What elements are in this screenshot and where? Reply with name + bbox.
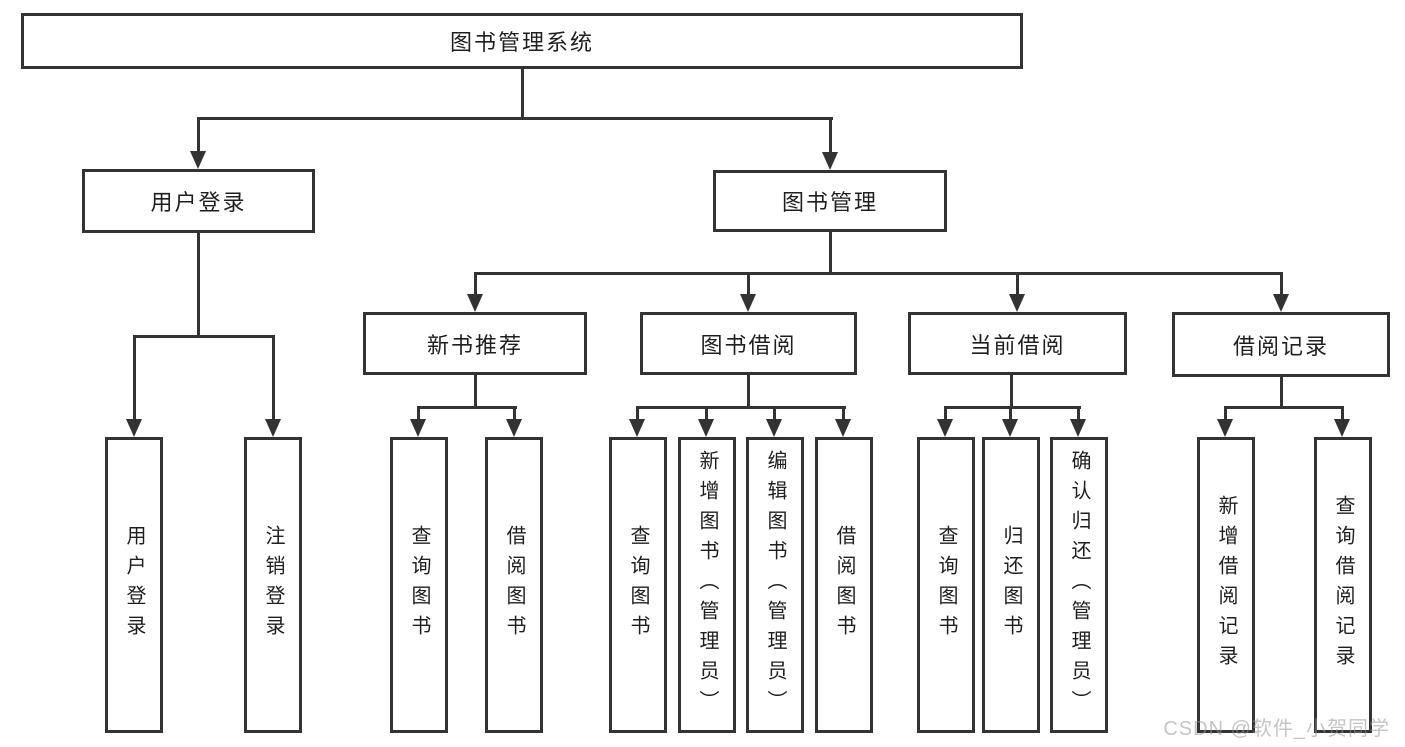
connector-line [1009,409,1012,421]
connector-line [773,409,776,421]
arrow-down-icon [766,419,782,437]
connector-line [513,409,516,421]
connector-line [1077,409,1080,421]
connector-line [1010,375,1013,409]
leaf-recommend-search-book: 查询图书 [390,437,448,733]
arrow-down-icon [1009,294,1025,312]
connector-line [417,409,420,421]
leaf-borrow-add-book: 新增图书（管理员） [678,437,736,733]
leaf-record-add: 新增借阅记录 [1197,437,1255,733]
connector-line [1224,409,1227,421]
arrow-down-icon [698,419,714,437]
arrow-down-icon [126,419,142,437]
arrow-down-icon [1273,294,1289,312]
connector-line [842,409,845,421]
arrow-down-icon [629,419,645,437]
connector-line [705,409,708,421]
connector-line [133,335,275,338]
arrow-down-icon [506,419,522,437]
connector-line [1224,406,1344,409]
connector-line [417,406,517,409]
connector-line [197,233,200,337]
connector-line [636,406,846,409]
connector-line [1341,409,1344,421]
leaf-current-return-book: 归还图书 [982,437,1040,733]
leaf-current-confirm-return: 确认归还（管理员） [1050,437,1108,733]
arrow-down-icon [1217,419,1233,437]
arrow-down-icon [937,419,953,437]
connector-line [747,275,750,297]
arrow-down-icon [190,151,206,169]
node-book-borrow: 图书借阅 [640,312,857,375]
node-user-login: 用户登录 [82,169,315,233]
connector-line [636,409,639,421]
connector-line [521,66,524,119]
leaf-current-search-book: 查询图书 [917,437,975,733]
leaf-borrow-borrow-book: 借阅图书 [815,437,873,733]
connector-line [944,409,947,421]
leaf-user-login: 用户登录 [105,437,163,733]
connector-line [272,338,275,422]
arrow-down-icon [410,419,426,437]
connector-line [1280,275,1283,297]
leaf-logout: 注销登录 [244,437,302,733]
arrow-down-icon [740,294,756,312]
connector-line [133,338,136,422]
connector-line [1280,375,1283,409]
leaf-record-search: 查询借阅记录 [1314,437,1372,733]
connector-line [197,117,833,120]
connector-line [197,120,200,154]
watermark-text: CSDN @软件_小贺同学 [1163,718,1390,740]
leaf-borrow-edit-book: 编辑图书（管理员） [746,437,804,733]
arrow-down-icon [1070,419,1086,437]
connector-line [474,375,477,409]
arrow-down-icon [1002,419,1018,437]
connector-line [829,120,832,154]
connector-line [747,375,750,409]
arrow-down-icon [467,294,483,312]
node-borrow-record: 借阅记录 [1172,312,1390,377]
node-current-borrow: 当前借阅 [908,312,1127,375]
arrow-down-icon [835,419,851,437]
node-new-book-recommend: 新书推荐 [363,312,587,375]
arrow-down-icon [265,419,281,437]
connector-line [944,406,1081,409]
node-root: 图书管理系统 [21,13,1023,69]
connector-line [474,272,1283,275]
arrow-down-icon [1334,419,1350,437]
leaf-recommend-borrow-book: 借阅图书 [485,437,543,733]
node-book-management: 图书管理 [713,170,947,232]
arrow-down-icon [822,152,838,170]
connector-line [474,275,477,297]
leaf-borrow-search-book: 查询图书 [609,437,667,733]
connector-line [1016,275,1019,297]
connector-line [829,232,832,274]
